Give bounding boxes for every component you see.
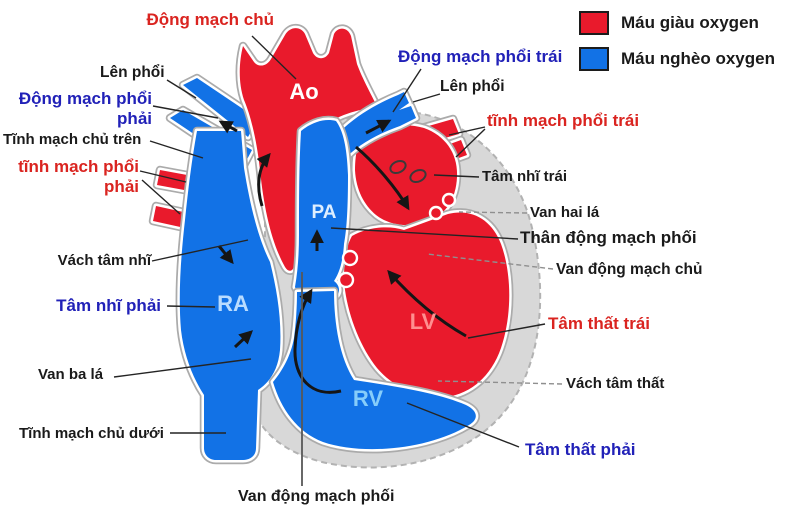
label-tinh-mach-chu-duoi: Tĩnh mạch chủ dưới	[19, 425, 164, 442]
pointer-tam-that-phai	[406, 402, 520, 448]
left-ventricle-shape	[344, 212, 510, 398]
pointer-tam-nhi-phai	[166, 305, 216, 308]
flow-arrow-svc-ra	[217, 245, 234, 265]
pointer-tam-that-trai	[467, 323, 546, 339]
pointer-tm-phoi-trai-2	[455, 128, 486, 158]
right-atrium-shape	[179, 131, 281, 460]
right-ventricle-letter: RV	[353, 386, 383, 411]
label-len-phoi-left: Lên phổi	[100, 64, 165, 81]
pointer-len-phoi-left	[166, 79, 197, 99]
flow-arrow-right-pa	[218, 120, 238, 134]
valve-details	[337, 159, 457, 289]
flow-arrow-aorta	[256, 152, 271, 207]
heart-organs	[148, 23, 514, 465]
label-line: tĩnh mạch phổi	[18, 157, 139, 176]
pointer-than-dm-phoi	[330, 227, 519, 240]
aortic-valve-scallop	[337, 271, 355, 289]
label-van-dong-mach-phoi: Van động mạch phối	[238, 488, 395, 505]
aorta-shape	[239, 28, 381, 271]
pointer-van-hai-la	[458, 211, 528, 214]
pulmonary-vein-opening	[409, 168, 427, 184]
legend: Máu giàu oxygen Máu nghèo oxygen	[579, 11, 775, 83]
label-tinh-mach-chu-tren: Tĩnh mạch chủ trên	[3, 131, 142, 148]
pointer-van-ba-la	[113, 358, 252, 378]
pointer-tm-phoi-trai-1	[448, 126, 486, 136]
mitral-valve-scallop	[441, 192, 457, 208]
label-len-phoi-right: Lên phổi	[440, 78, 505, 95]
pulmonary-artery-letter: PA	[312, 202, 337, 223]
right-atrium-letter: RA	[217, 291, 249, 316]
aorta-letter: Ao	[289, 79, 318, 104]
label-line: phải	[104, 176, 139, 196]
pointer-vach-tam-that	[437, 380, 563, 385]
pointer-tm-phoi-phai-2	[141, 179, 181, 215]
pointer-lines	[113, 35, 563, 486]
aortic-valve-scallop	[341, 249, 359, 267]
pointer-len-phoi-right	[412, 93, 441, 103]
legend-row-oxygen-poor: Máu nghèo oxygen	[579, 47, 775, 71]
oxygen-rich-swatch	[579, 11, 609, 35]
legend-label-oxygen-rich: Máu giàu oxygen	[621, 13, 759, 32]
flow-arrows	[217, 119, 467, 394]
left-atrium-shape	[355, 125, 458, 226]
right-pulmonary-artery-upper	[183, 78, 258, 137]
flow-arrow-left-pa	[365, 119, 392, 135]
legend-row-oxygen-rich: Máu giàu oxygen	[579, 11, 775, 35]
label-dong-mach-phoi-trai: Động mạch phổi trái	[398, 47, 563, 66]
label-tam-nhi-phai: Tâm nhĩ phải	[56, 296, 161, 315]
label-line: Động mạch phổi	[18, 89, 152, 108]
flow-arrow-lv-aorta	[387, 269, 467, 338]
pointer-vach-tam-nhi	[151, 239, 249, 262]
label-tam-that-trai: Tâm thất trái	[548, 314, 651, 333]
label-dong-mach-chu: Động mạch chủ	[146, 10, 274, 29]
label-than-dong-mach-phoi: Thân động mạch phối	[520, 228, 697, 247]
flow-arrow-rv-to-pa	[293, 288, 342, 394]
pointer-dm-phoi-phai	[152, 105, 219, 119]
pointer-tm-phoi-phai-1	[139, 170, 187, 183]
pointer-tm-chu-tren	[149, 140, 204, 159]
label-tinh-mach-phoi-trai: tĩnh mạch phổi trái	[487, 111, 640, 130]
mitral-valve-scallop	[428, 205, 444, 221]
label-van-ba-la: Van ba lá	[38, 366, 104, 383]
flow-arrow-la-mitral	[355, 145, 410, 211]
pulmonary-artery-trunk	[295, 120, 348, 300]
label-van-hai-la: Van hai lá	[530, 204, 600, 221]
left-ventricle-letter: LV	[410, 309, 437, 334]
flow-arrow-ra-tricuspid	[233, 330, 254, 349]
label-van-dong-mach-chu: Van động mạch chủ	[556, 261, 703, 278]
pointer-dm-phoi-trai	[392, 68, 422, 113]
pointer-van-dm-chu	[426, 253, 554, 270]
pulmonary-vein-opening	[389, 159, 407, 175]
pointer-dong-mach-chu	[251, 35, 297, 80]
label-vach-tam-that: Vách tâm thất	[566, 375, 665, 392]
label-tam-that-phai: Tâm thất phải	[525, 440, 636, 459]
chamber-letters: Ao PA RA LV RV	[217, 79, 436, 411]
legend-label-oxygen-poor: Máu nghèo oxygen	[621, 49, 775, 68]
oxygen-poor-swatch	[579, 47, 609, 71]
label-line: phải	[117, 108, 152, 128]
label-tam-nhi-trai: Tâm nhĩ trái	[482, 168, 568, 185]
label-vach-tam-nhi: Vách tâm nhĩ	[57, 252, 151, 269]
pointer-tam-nhi-trai	[433, 174, 480, 178]
